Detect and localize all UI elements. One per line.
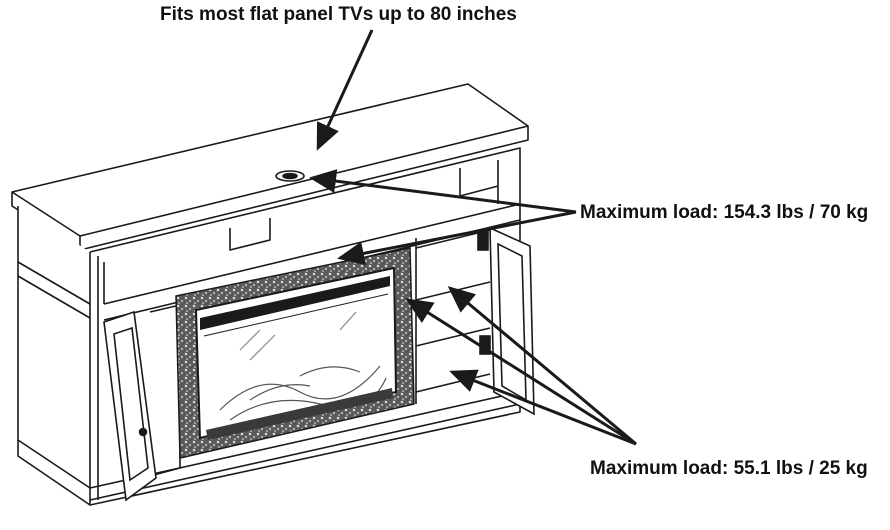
arrow-shelf-load-2 [447, 286, 637, 446]
top-surface [11, 83, 529, 237]
arrow-shelf-load-1 [405, 298, 637, 446]
shelf-load-label: Maximum load: 55.1 lbs / 25 kg [590, 458, 868, 479]
top-load-label: Maximum load: 154.3 lbs / 70 kg [580, 202, 869, 223]
arrow-top-load-2 [337, 210, 577, 266]
annotation-arrows [309, 29, 637, 446]
arrow-shelf-load-3 [449, 369, 637, 446]
fireplace-insert [175, 247, 415, 459]
arrow-top-load-1 [309, 169, 577, 214]
left-door [103, 310, 157, 502]
arrow-tv-fit [316, 29, 374, 151]
right-door-hinge-top [477, 231, 489, 251]
tv-fit-label: Fits most flat panel TVs up to 80 inches [160, 4, 517, 25]
left-side-panel [17, 206, 91, 489]
left-door-knob [138, 427, 148, 437]
